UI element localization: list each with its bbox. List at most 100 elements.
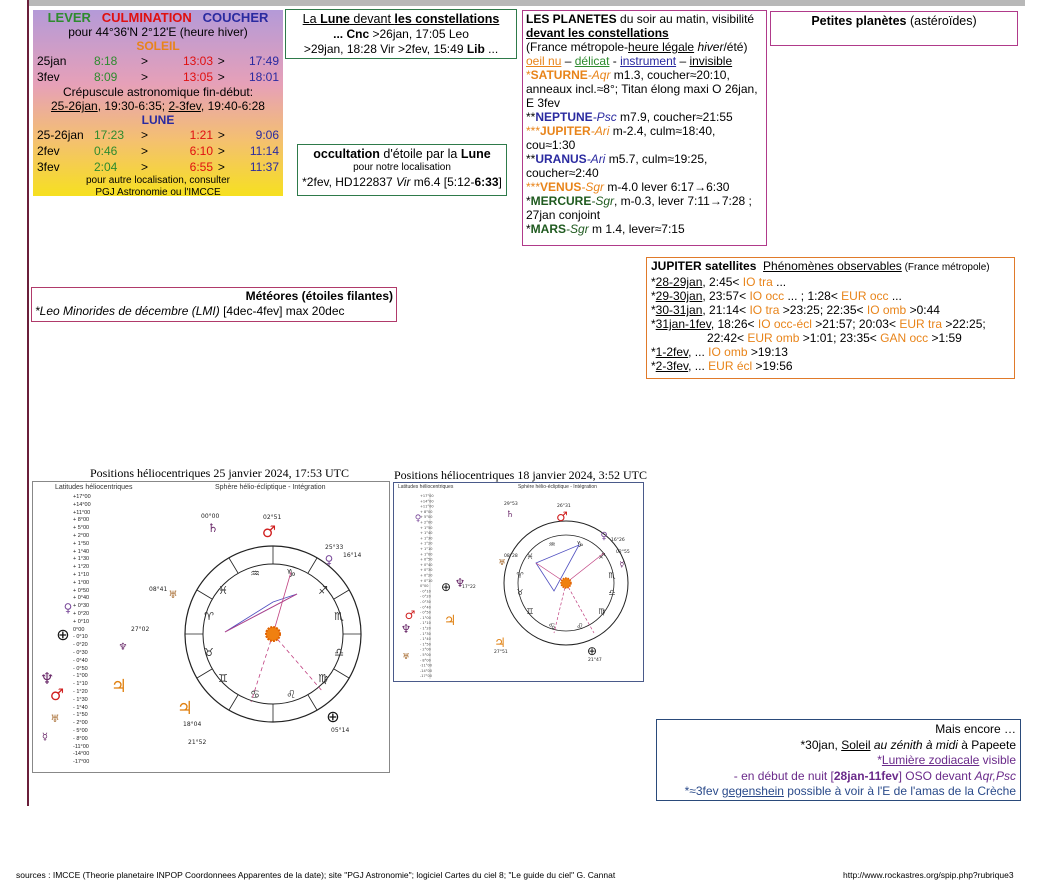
sep: -	[609, 54, 621, 68]
planet-mars: *MARS-Sgr m 1.4, lever≈7:15	[526, 222, 763, 236]
coucher-cell: 11:37	[249, 160, 279, 174]
part: Aqr,Psc	[974, 768, 1016, 783]
latitude-tick: -14°00	[420, 669, 432, 673]
latitude-tick: + 1°50	[73, 540, 90, 547]
title-part: d'étoile par la	[379, 147, 461, 161]
heliocentric-diagram-1: Latitudes héliocentriques Sphère hélio-é…	[32, 481, 390, 773]
jsat-row: *28-29jan, 2:45< IO tra ...	[651, 275, 787, 289]
diagram-label: 26°31	[557, 503, 571, 509]
jupiter-icon: ♃	[494, 636, 506, 651]
lever-cell: 8:09	[94, 70, 118, 84]
diagram-label: 05°14	[331, 727, 349, 734]
t: >23:25; 22:35<	[779, 303, 867, 317]
jsat-row: 22:42< EUR omb >1:01; 23:35< GAN occ >1:…	[651, 331, 1010, 345]
lever-cell: 2:04	[94, 160, 118, 174]
latitude-tick: -17°00	[420, 674, 432, 678]
title-part: les constellations	[394, 12, 500, 26]
planet-const: -Sgr	[566, 222, 589, 236]
latitude-tick: -11°00	[420, 664, 432, 668]
soleil-table: 25jan 8:18 > 13:03 > 17:49 3fev 8:09 > 1…	[36, 53, 280, 85]
more-line-1: *30jan, Soleil au zénith à midi à Papeet…	[661, 738, 1016, 754]
culm-cell: 6:55	[189, 160, 213, 174]
title-part: La	[302, 12, 321, 26]
latitude-tick: + 0°10	[73, 618, 90, 625]
latitude-tick: - 5°00	[420, 653, 431, 657]
event: GAN occ	[880, 331, 929, 345]
latitude-tick: - 0°30	[420, 600, 431, 604]
sphere-title: Sphère hélio-écliptique - Intégration	[518, 484, 597, 490]
title-part: Phénomènes observables	[763, 259, 902, 273]
svg-text:♌: ♌	[286, 688, 296, 701]
planets-legend: oeil nu – délicat - instrument – invisib…	[526, 54, 763, 68]
lune-row: 25-26jan 17:23 > 1:21 > 9:06	[36, 127, 280, 143]
lune-row: 3fev 2:04 > 6:55 > 11:37	[36, 159, 280, 175]
lever-cell: 0:46	[94, 144, 118, 158]
date-cell: 3fev	[37, 70, 60, 84]
latitude-tick: - 0°50	[420, 611, 431, 615]
latitude-tick: + 5°00	[73, 525, 90, 532]
part: heure légale	[628, 40, 695, 54]
arrow: >	[141, 160, 149, 174]
event: IO omb	[866, 303, 907, 317]
latitude-tick: + 0°40	[73, 595, 90, 602]
diagram-2-title: Positions héliocentriques 18 janvier 202…	[394, 468, 647, 482]
moon-const-line-1: ... Cnc >26jan, 17:05 Leo	[290, 27, 512, 42]
latitude-tick: + 1°40	[420, 531, 432, 535]
stars: *	[526, 222, 531, 236]
t: , 18:26<	[710, 317, 758, 331]
svg-text:♏: ♏	[608, 571, 616, 580]
neptune-lat-icon-2: ♆	[401, 622, 412, 636]
twilight-title: Crépuscule astronomique fin-début:	[62, 85, 254, 99]
latitude-tick: -17°00	[73, 759, 90, 766]
occultation-panel: occultation d'étoile par la Lune pour no…	[297, 144, 507, 196]
latitude-tick: - 0°20	[420, 595, 431, 599]
t: , ...	[688, 359, 709, 373]
diagram-1-title: Positions héliocentriques 25 janvier 202…	[90, 466, 349, 480]
part: 28jan-11fev	[833, 768, 899, 783]
planet-const: -Ari	[590, 124, 610, 138]
event: IO tra	[749, 303, 780, 317]
svg-text:♐: ♐	[598, 552, 605, 561]
arrow: >	[141, 70, 149, 84]
ephemeris-panel: LEVER CULMINATION COUCHER pour 44°36'N 2…	[33, 10, 283, 198]
planet-neptune: **NEPTUNE-Psc m7.9, coucher≈21:55	[526, 110, 763, 124]
part: /été)	[723, 40, 748, 54]
planet-name: NEPTUNE	[535, 110, 593, 124]
latitude-tick: -14°00	[73, 751, 90, 758]
part: gegenshein	[721, 784, 784, 798]
date: 28-29jan	[655, 275, 703, 289]
jupiter-lat-icon: ♃	[111, 676, 127, 697]
neptune-lat-icon: ♆	[455, 576, 466, 590]
event: EUR écl	[708, 359, 753, 373]
legend-invisible: invisible	[689, 54, 733, 68]
latitude-scale: +17°00+14°00+11°00+ 8°00+ 5°00+ 2°00+ 1°…	[420, 494, 434, 678]
stars: ***	[526, 124, 541, 138]
location-text: pour 44°36'N 2°12'E (heure hiver)	[68, 25, 248, 39]
date: 31jan-1fev	[655, 317, 711, 331]
latitude-tick: + 0°50	[73, 587, 90, 594]
footer-url[interactable]: http://www.rockastres.org/spip.php?rubri…	[843, 870, 1014, 880]
t: , 21:14<	[702, 303, 750, 317]
svg-text:♎: ♎	[608, 588, 615, 597]
more-line-3: - en début de nuit [28jan-11fev] OSO dev…	[661, 769, 1016, 785]
t: >22:25;	[942, 317, 986, 331]
latitude-tick: - 1°50	[420, 642, 431, 646]
diagram-label: 00°00	[201, 513, 219, 520]
coucher-cell: 17:49	[248, 54, 279, 68]
twilight-date-a: 25-26jan	[51, 99, 98, 113]
title-part: du soir au matin, visibilité	[616, 12, 755, 26]
latitude-tick: - 1°00	[420, 616, 431, 620]
line-part: ]	[498, 175, 502, 189]
event: IO omb	[708, 345, 748, 359]
latitude-tick: +14°00	[420, 499, 434, 503]
svg-text:♉: ♉	[516, 588, 523, 597]
t: >19:56	[752, 359, 793, 373]
lever-cell: 8:18	[94, 54, 118, 68]
line-part: Lib	[466, 42, 485, 56]
earth-lat-icon: ⊕	[441, 580, 451, 594]
diagram-label: 27°02	[131, 626, 149, 633]
stars: ***	[526, 180, 541, 194]
part: (France métropole-	[526, 40, 629, 54]
line-part: m6.4 [5:12-	[410, 175, 475, 189]
svg-text:♉: ♉	[204, 646, 214, 659]
